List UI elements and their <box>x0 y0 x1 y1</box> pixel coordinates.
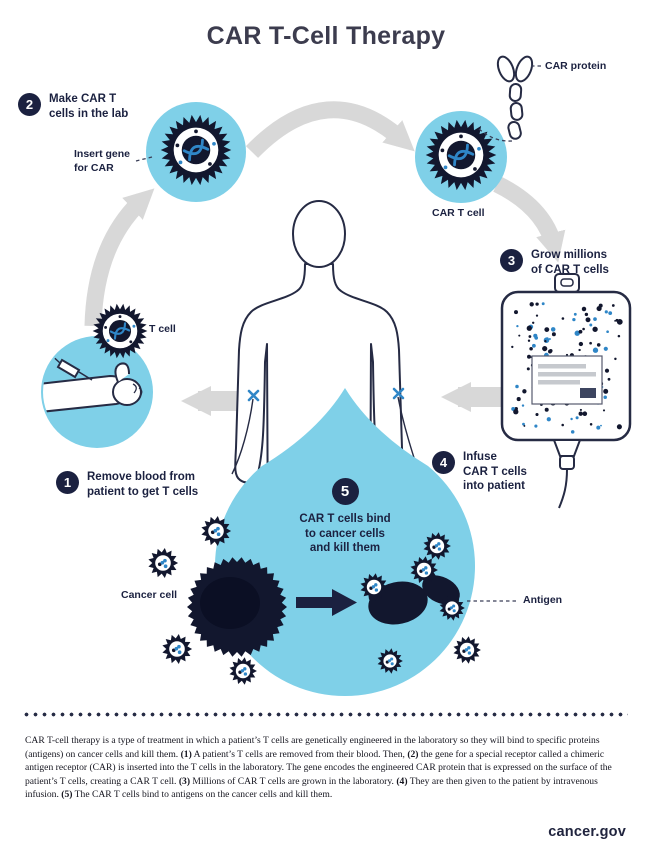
step-2-label: Make CAR T cells in the lab <box>49 93 129 120</box>
step-3-badge: 3 <box>500 249 523 272</box>
arrow-lab-to-cartcell <box>245 101 415 158</box>
iv-site-left-icon <box>247 389 260 402</box>
dotted-separator <box>24 712 628 717</box>
step-1-label: Remove blood from patient to get T cells <box>87 471 199 498</box>
brand-logo: cancer.gov <box>548 824 626 840</box>
antigen-label: Antigen <box>523 594 563 606</box>
connector-dashes <box>135 65 541 162</box>
patient-head <box>292 200 346 268</box>
insert-gene-label: Insert gene for CAR <box>74 148 131 174</box>
car-protein-label: CAR protein <box>545 60 607 72</box>
arrow-patient-to-lab <box>84 188 155 327</box>
step-5-badge: 5 <box>331 478 359 505</box>
step-2-badge: 2 <box>18 93 41 116</box>
step-3-label: Grow millions of CAR T cells <box>531 249 609 276</box>
step-1-badge: 1 <box>56 471 79 494</box>
step5-illustration <box>148 516 481 685</box>
step-3: 3 Grow millions of CAR T cells <box>500 248 609 277</box>
cell-illustrations <box>92 114 497 359</box>
step-4-label: Infuse CAR T cells into patient <box>463 451 527 493</box>
step-4-badge: 4 <box>432 451 455 474</box>
step-4: 4 Infuse CAR T cells into patient <box>432 450 527 494</box>
step-5-label: CAR T cells bind to cancer cells and kil… <box>299 513 391 555</box>
bag-port <box>559 455 575 470</box>
iv-tube-left <box>231 398 254 475</box>
cancer-cell-label: Cancer cell <box>121 589 178 601</box>
car-protein-illustration <box>496 55 534 140</box>
t-cell-label: T cell <box>149 323 176 335</box>
page-title: CAR T-Cell Therapy <box>206 22 446 50</box>
iv-bag-illustration <box>500 273 632 509</box>
syringe-icon <box>56 358 81 379</box>
step-5: 5 CAR T cells bind to cancer cells and k… <box>262 478 428 556</box>
step-2: 2 Make CAR T cells in the lab <box>18 92 128 121</box>
arm-illustration <box>43 344 143 414</box>
iv-site-right-icon <box>392 387 405 400</box>
arrow-cartcell-to-grow <box>493 176 566 263</box>
step-1: 1 Remove blood from patient to get T cel… <box>56 470 198 499</box>
bag-tube <box>558 468 568 509</box>
caption: CAR T-cell therapy is a type of treatmen… <box>25 735 612 801</box>
car-t-cell-label: CAR T cell <box>432 207 485 219</box>
